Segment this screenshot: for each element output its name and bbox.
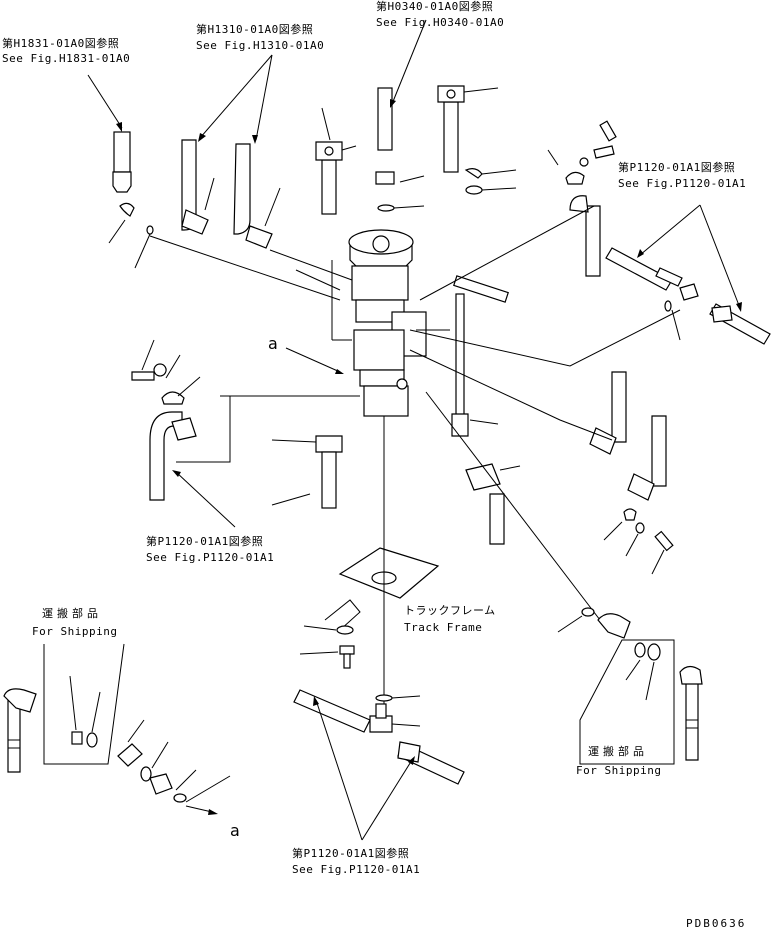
ref-p1120-bottom-jp: 第P1120-01A1図参照: [292, 847, 410, 860]
ref-p1120-mid-en: See Fig.P1120-01A1: [146, 551, 275, 564]
p1120-right: [547, 120, 771, 575]
shipping-left-jp: 運搬部品: [42, 607, 102, 620]
track-frame-plate: [299, 540, 440, 669]
h0340-pipes: [315, 19, 517, 215]
marker-a-top: a: [268, 334, 279, 353]
track-frame-en: Track Frame: [404, 621, 483, 634]
ref-h1831-en: See Fig.H1831-01A0: [2, 52, 131, 65]
ref-p1120-mid-jp: 第P1120-01A1図参照: [146, 535, 264, 548]
ref-h1310-en: See Fig.H1310-01A0: [196, 39, 325, 52]
shipping-right-parts: [557, 607, 703, 765]
drawing-number: PDB0636: [686, 917, 747, 930]
left-hose: [131, 339, 343, 528]
h1310-hoses: [181, 54, 281, 249]
ref-h0340-en: See Fig.H0340-01A0: [376, 16, 505, 29]
h1831-tube: [87, 74, 154, 269]
ref-p1120-right-jp: 第P1120-01A1図参照: [618, 161, 736, 174]
shipping-right-en: For Shipping: [576, 764, 662, 777]
track-frame-jp: トラックフレーム: [404, 604, 496, 617]
ref-p1120-bottom-en: See Fig.P1120-01A1: [292, 863, 421, 876]
shipping-left-parts: [3, 643, 231, 815]
ref-p1120-right-en: See Fig.P1120-01A1: [618, 177, 747, 190]
ref-h1831-jp: 第H1831-01A0図参照: [2, 37, 120, 50]
ref-h0340-jp: 第H0340-01A0図参照: [376, 0, 494, 13]
connection-lines: [149, 205, 681, 720]
marker-arrows: [285, 347, 344, 374]
ref-h1310-jp: 第H1310-01A0図参照: [196, 23, 314, 36]
swivel-joint: [348, 229, 509, 437]
shipping-left-en: For Shipping: [32, 625, 118, 638]
shipping-right-jp: 運搬部品: [588, 745, 648, 758]
p1120-bottom: [293, 689, 465, 841]
marker-a-bottom: a: [230, 821, 241, 840]
mid-right-hose: [465, 463, 521, 545]
